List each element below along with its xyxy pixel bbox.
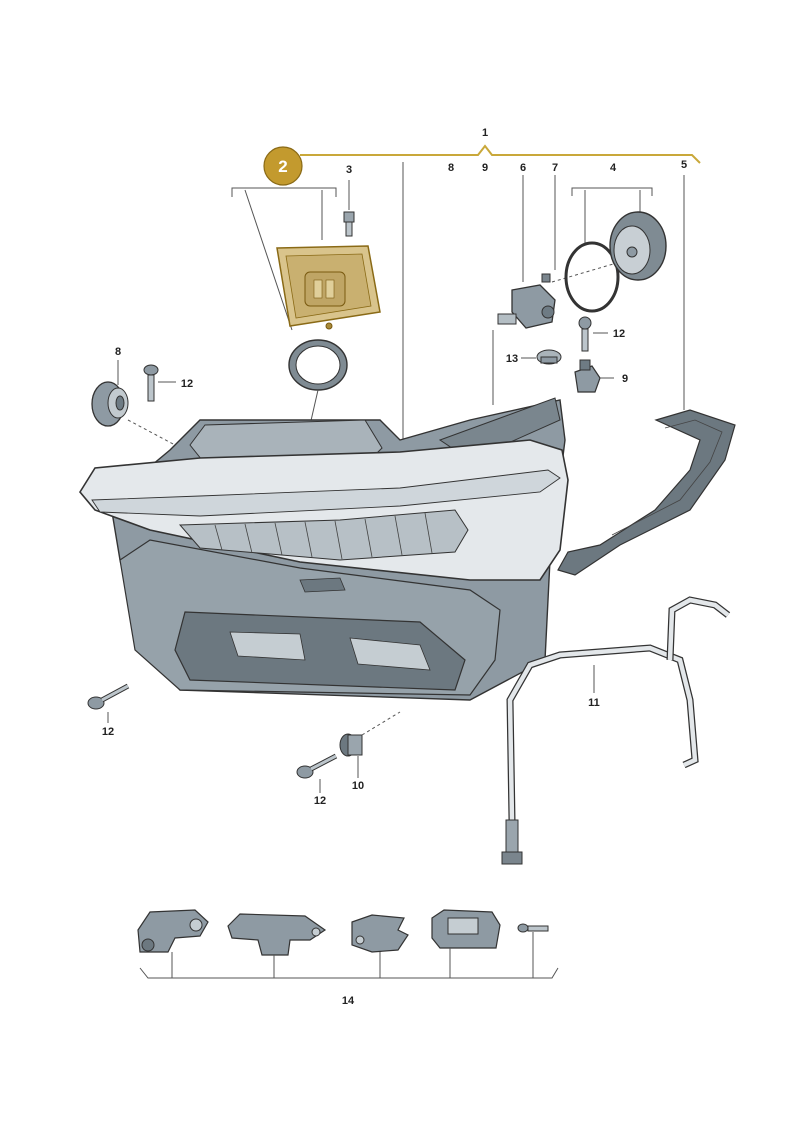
label-12-left: 12 bbox=[181, 378, 193, 390]
bracket-2[interactable] bbox=[227, 913, 327, 956]
ballast-module-part-2[interactable] bbox=[276, 245, 381, 330]
label-6: 6 bbox=[520, 162, 526, 174]
screw-part-12-left[interactable] bbox=[143, 364, 159, 402]
label-12-lower-left: 12 bbox=[102, 726, 114, 738]
connector-part-9[interactable] bbox=[574, 359, 601, 393]
sealing-strap-part-5[interactable] bbox=[557, 409, 736, 576]
screw-part-7[interactable] bbox=[541, 273, 551, 283]
label-1: 1 bbox=[482, 127, 488, 139]
part-4-group-bracket bbox=[571, 187, 653, 196]
screw-part-12-upper[interactable] bbox=[578, 316, 592, 352]
label-4: 4 bbox=[610, 162, 617, 174]
label-12-lower-mid: 12 bbox=[314, 795, 326, 807]
cover-cap[interactable] bbox=[609, 211, 667, 281]
vent-hose-part-11[interactable] bbox=[501, 596, 731, 865]
part-1-bracket bbox=[300, 144, 701, 164]
badge-2-text: 2 bbox=[278, 157, 287, 176]
bracket-screw[interactable] bbox=[517, 923, 549, 933]
part-2-badge[interactable]: 2 bbox=[263, 146, 303, 186]
screw-part-12-lower-left[interactable] bbox=[87, 683, 130, 710]
label-10: 10 bbox=[352, 780, 364, 792]
label-12-upper: 12 bbox=[613, 328, 625, 340]
label-3: 3 bbox=[346, 164, 352, 176]
adapter-part-8[interactable] bbox=[91, 381, 129, 427]
bracket-1[interactable] bbox=[137, 909, 209, 953]
connector-part-10[interactable] bbox=[339, 733, 363, 757]
label-8-left: 8 bbox=[115, 346, 121, 358]
part-14-group-bracket bbox=[139, 932, 559, 979]
label-7: 7 bbox=[552, 162, 558, 174]
adjuster-motor-part-6[interactable] bbox=[497, 284, 556, 329]
seal-ring[interactable] bbox=[288, 339, 348, 391]
label-11: 11 bbox=[588, 697, 600, 709]
label-8-top: 8 bbox=[448, 162, 454, 174]
bracket-3[interactable] bbox=[351, 914, 409, 953]
screw-part-12-lower-mid[interactable] bbox=[296, 753, 338, 779]
headlight-assembly-part-1[interactable] bbox=[79, 397, 569, 701]
label-13: 13 bbox=[506, 353, 518, 365]
o-ring[interactable] bbox=[564, 241, 620, 313]
label-9-right: 9 bbox=[622, 373, 628, 385]
label-5: 5 bbox=[681, 159, 687, 171]
mounting-bracket-set-part-14[interactable] bbox=[137, 909, 549, 956]
plug-part-13[interactable] bbox=[536, 349, 562, 365]
bracket-4[interactable] bbox=[431, 909, 501, 949]
label-14: 14 bbox=[342, 995, 355, 1007]
label-9-top: 9 bbox=[482, 162, 488, 174]
part-2-group-bracket bbox=[231, 187, 337, 197]
screw-part-3[interactable] bbox=[343, 211, 355, 237]
